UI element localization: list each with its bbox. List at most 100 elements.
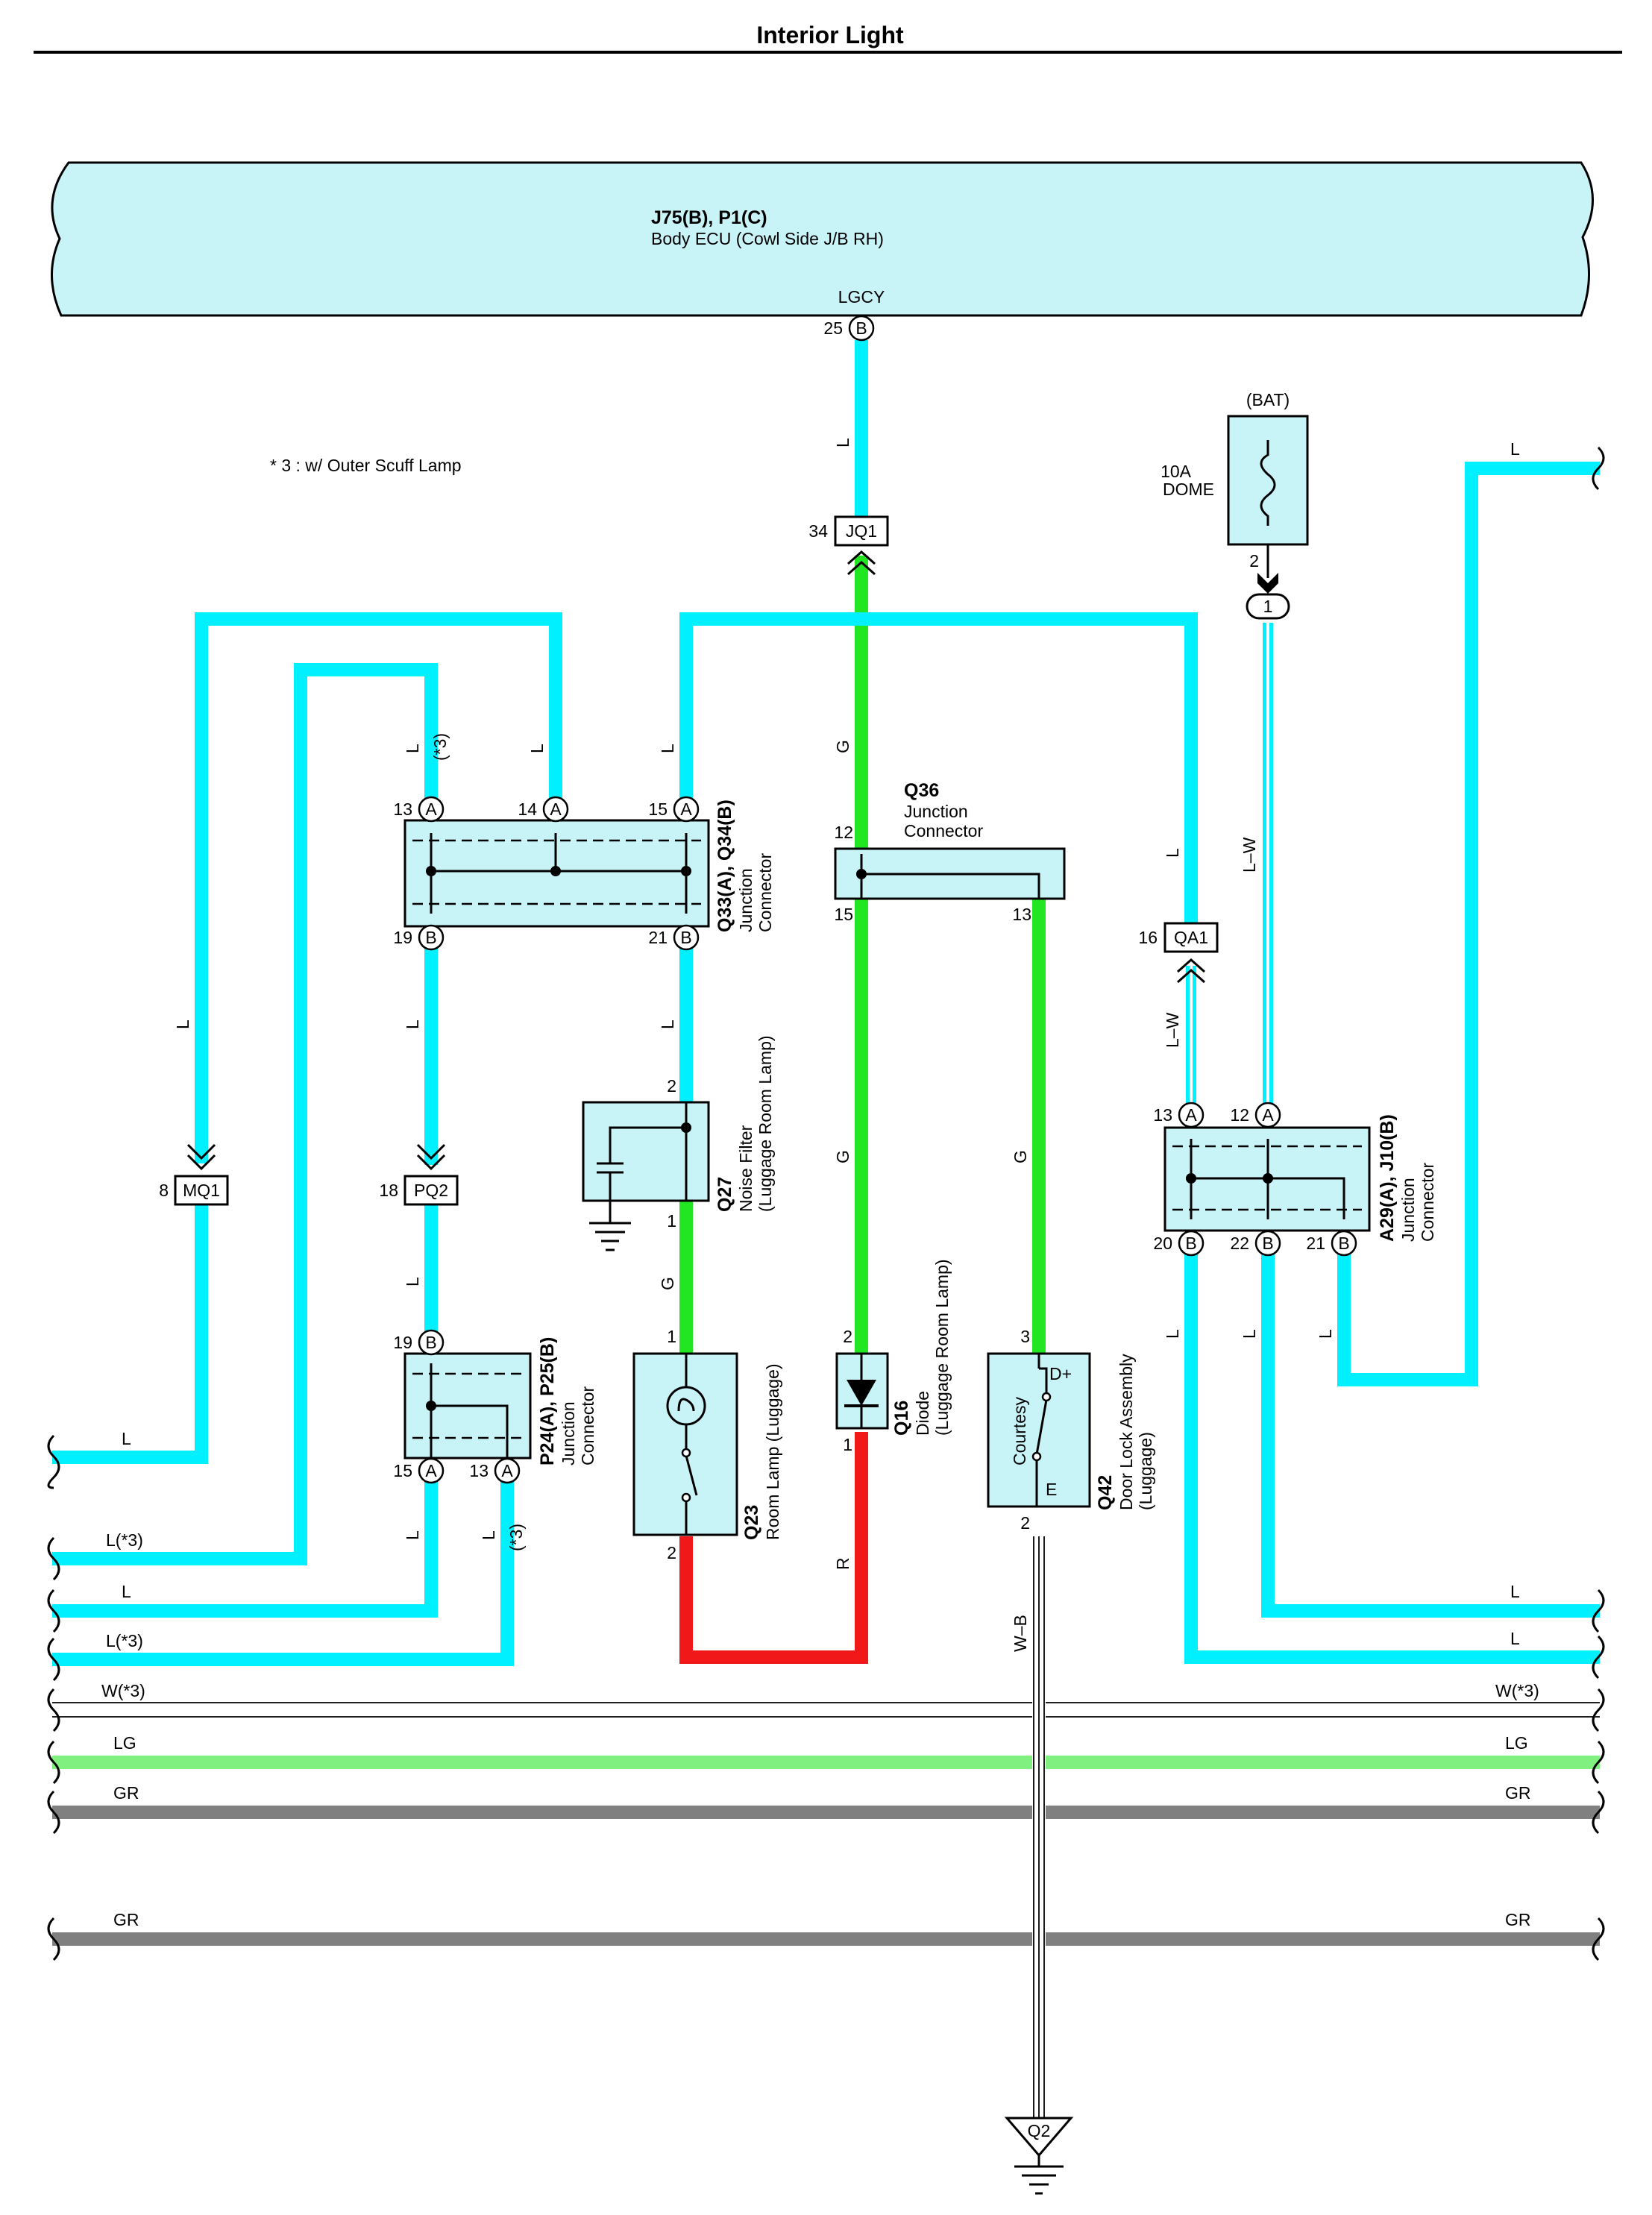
label-l3: L(*3) bbox=[106, 1530, 143, 1550]
label-l: L bbox=[658, 1019, 677, 1029]
noise-filter-q27: 2 1 Q27 Noise Filter (Luggage Room Lamp) bbox=[582, 1035, 775, 1251]
a29-pin-13: 13 bbox=[1153, 1105, 1172, 1125]
note-scuff-lamp: * 3 : w/ Outer Scuff Lamp bbox=[270, 456, 462, 475]
connector-pq2: PQ2 18 bbox=[379, 1143, 459, 1206]
fuse-arrow-icon bbox=[1257, 573, 1278, 594]
ecu-pin-25b: B 25 bbox=[823, 315, 875, 342]
q33-pin-letter: A bbox=[550, 799, 562, 819]
a29-line1: Junction bbox=[1398, 1178, 1418, 1242]
p24-pin-letter: B bbox=[425, 1333, 436, 1352]
label-w3: W(*3) bbox=[101, 1681, 145, 1700]
q42-dplus: D+ bbox=[1049, 1364, 1072, 1383]
p24-id: P24(A), P25(B) bbox=[537, 1337, 558, 1465]
ecu-pin-letter: B bbox=[855, 318, 867, 338]
label-l: L bbox=[1240, 1329, 1259, 1339]
q2-id: Q2 bbox=[1028, 2121, 1051, 2140]
label-l: L bbox=[1163, 848, 1182, 858]
label-gr: GR bbox=[1505, 1910, 1531, 1929]
diode-icon bbox=[847, 1380, 876, 1406]
connector-mq1: MQ1 8 bbox=[159, 1143, 229, 1206]
label-l: L bbox=[1510, 1582, 1520, 1601]
a29-pin-letter: B bbox=[1185, 1234, 1196, 1253]
q36-pin-13: 13 bbox=[1012, 905, 1031, 924]
q42-e: E bbox=[1046, 1480, 1057, 1499]
qa1-id: QA1 bbox=[1174, 928, 1208, 947]
wire-l-p24-15a bbox=[52, 1473, 438, 1618]
wire-l-a29-22b bbox=[1261, 1247, 1600, 1618]
q33-line1: Junction bbox=[736, 868, 756, 932]
body-ecu-terminal: LGCY bbox=[838, 287, 885, 307]
q42-line2: (Luggage) bbox=[1136, 1432, 1155, 1510]
q42-line1: Door Lock Assembly bbox=[1116, 1354, 1136, 1510]
q23-pin-2: 2 bbox=[667, 1543, 676, 1562]
a29-pin-20: 20 bbox=[1153, 1234, 1172, 1253]
wire-l-q33-mq1 bbox=[195, 612, 562, 1163]
label-l: L bbox=[658, 744, 677, 753]
p24-pin-letter: A bbox=[425, 1461, 437, 1480]
qa1-pin: 16 bbox=[1138, 928, 1158, 947]
p24-pin-15: 15 bbox=[393, 1461, 412, 1480]
p24-line1: Junction bbox=[559, 1401, 578, 1465]
q27-line2: (Luggage Room Lamp) bbox=[756, 1035, 775, 1212]
a29-pin-letter: A bbox=[1185, 1105, 1197, 1125]
q23-line1: Room Lamp (Luggage) bbox=[763, 1363, 782, 1540]
label-l: L bbox=[403, 744, 422, 753]
wire-l3-q33 bbox=[52, 663, 438, 1565]
p24-pin-19: 19 bbox=[393, 1333, 412, 1352]
label-l: L bbox=[527, 744, 547, 753]
q33-pin-19: 19 bbox=[393, 928, 412, 947]
door-lock-q42: D+ E Courtesy 3 2 Q42 Door Lock Assembly… bbox=[987, 1327, 1155, 1533]
wire-l3-p24-13a bbox=[52, 1473, 514, 1666]
a29-pin-22: 22 bbox=[1230, 1234, 1249, 1253]
fuse-rating: 10A bbox=[1161, 462, 1192, 481]
label-l: L bbox=[1510, 1629, 1520, 1648]
label-l: L bbox=[479, 1530, 498, 1540]
a29-pin-letter: B bbox=[1262, 1234, 1273, 1253]
p24-line2: Connector bbox=[578, 1386, 597, 1465]
label-star3: (*3) bbox=[430, 733, 450, 761]
label-l3: L(*3) bbox=[106, 1631, 143, 1650]
q16-line1: Diode bbox=[913, 1391, 932, 1436]
label-l: L bbox=[1316, 1329, 1335, 1339]
q33-pin-13: 13 bbox=[393, 799, 412, 819]
label-g: G bbox=[658, 1277, 677, 1290]
wire-break-markers bbox=[47, 446, 1605, 1961]
jq1-id: JQ1 bbox=[846, 521, 877, 541]
q23-pin-1: 1 bbox=[667, 1327, 676, 1346]
ecu-pin-number: 25 bbox=[823, 318, 843, 338]
label-l: L bbox=[1163, 1329, 1182, 1339]
q42-pin-3: 3 bbox=[1020, 1327, 1030, 1346]
q27-line1: Noise Filter bbox=[736, 1125, 756, 1212]
wire-l-mq1-left bbox=[52, 1201, 208, 1464]
q42-id: Q42 bbox=[1095, 1475, 1116, 1510]
q16-pin-1: 1 bbox=[843, 1435, 852, 1454]
q36-line1: Junction bbox=[904, 802, 968, 821]
connector-qa1: QA1 16 bbox=[1138, 922, 1219, 984]
a29-id: A29(A), J10(B) bbox=[1377, 1114, 1398, 1242]
pq2-id: PQ2 bbox=[414, 1181, 448, 1200]
label-l: L bbox=[403, 1277, 422, 1286]
p24-pin-13: 13 bbox=[469, 1461, 489, 1480]
label-gr: GR bbox=[113, 1783, 139, 1803]
label-l: L bbox=[403, 1530, 422, 1540]
q36-pin-12: 12 bbox=[834, 823, 853, 842]
q27-pin-2: 2 bbox=[667, 1076, 676, 1096]
q27-id: Q27 bbox=[714, 1177, 735, 1212]
q16-line2: (Luggage Room Lamp) bbox=[932, 1259, 952, 1436]
label-g: G bbox=[833, 1150, 852, 1163]
room-lamp-q23: 1 2 Q23 Room Lamp (Luggage) bbox=[632, 1327, 782, 1562]
q27-pin-1: 1 bbox=[667, 1211, 676, 1231]
label-l: L bbox=[833, 438, 852, 447]
label-lw: L–W bbox=[1163, 1012, 1182, 1048]
wire-r-q23-q16 bbox=[679, 1432, 868, 1664]
courtesy-switch-icon bbox=[1035, 1399, 1048, 1455]
q16-id: Q16 bbox=[891, 1401, 912, 1436]
q33-pin-letter: B bbox=[425, 928, 436, 947]
q33-pins: A 13 A 14 A 15 B 19 B 21 bbox=[393, 796, 700, 951]
fuse-pin: 2 bbox=[1249, 551, 1259, 571]
jq1-pin: 34 bbox=[808, 521, 828, 541]
label-l: L bbox=[122, 1429, 131, 1448]
label-r: R bbox=[833, 1557, 852, 1570]
wire-labels: L G G G G R W–B L (*3) L L L L L L L L (… bbox=[101, 438, 1539, 1929]
